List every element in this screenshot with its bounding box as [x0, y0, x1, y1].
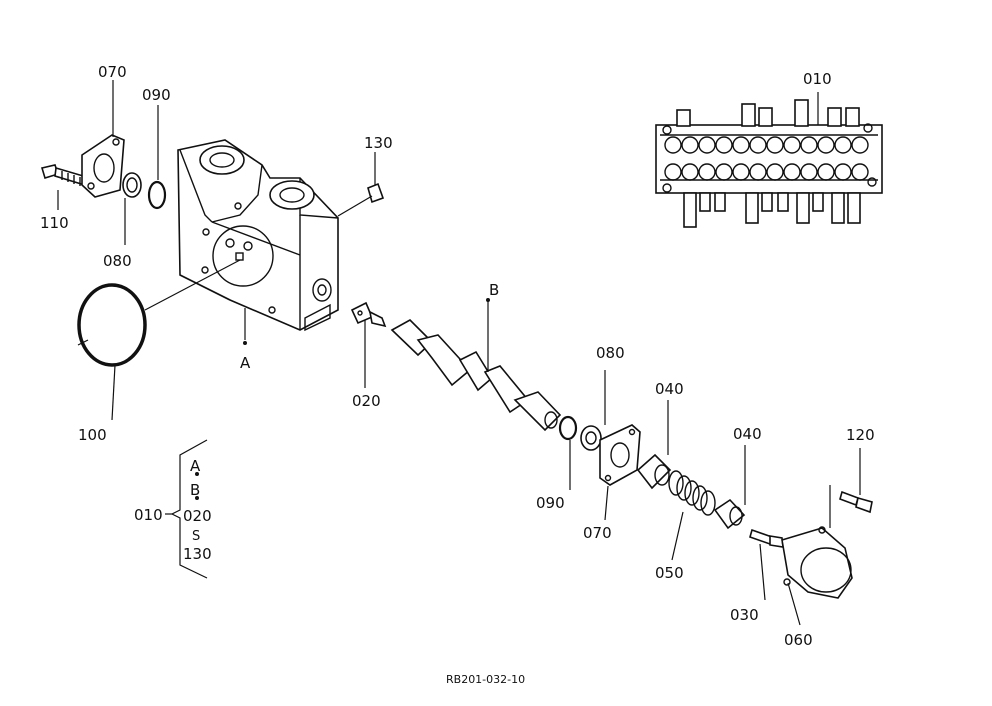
- spool-bottom-stubs: [683, 192, 861, 228]
- part-080-seal-mid: [580, 425, 602, 451]
- label-b: B: [489, 281, 499, 299]
- label-010-top: 010: [803, 70, 832, 88]
- label-030: 030: [730, 606, 759, 624]
- label-010-group: 010: [134, 506, 163, 524]
- label-080-mid: 080: [596, 344, 625, 362]
- spool-b: [390, 319, 562, 432]
- group-item-a: A: [190, 457, 201, 475]
- valve-body: [177, 139, 339, 332]
- leader-dots: [243, 298, 490, 345]
- label-060: 060: [784, 631, 813, 649]
- part-120-bolt: [839, 490, 873, 514]
- part-080-seal: [122, 172, 142, 198]
- part-070-cover-plate-mid: [599, 424, 641, 486]
- leader-lines: [57, 80, 861, 626]
- label-110: 110: [40, 214, 69, 232]
- valve-assembly-illustration: [655, 99, 883, 228]
- label-100: 100: [78, 426, 107, 444]
- group-item-130: 130: [183, 545, 212, 563]
- label-120: 120: [846, 426, 875, 444]
- part-040-spring-seat-b: [713, 498, 746, 530]
- part-090-oring-mid: [558, 415, 578, 441]
- part-030-bolt: [749, 528, 784, 548]
- label-090-mid: 090: [536, 494, 565, 512]
- part-020-spool-end: [350, 301, 387, 328]
- group-item-b: B: [190, 481, 200, 499]
- figure-code: RB201-032-10: [446, 673, 525, 686]
- label-080-top: 080: [103, 252, 132, 270]
- label-130: 130: [364, 134, 393, 152]
- part-130-plug: [367, 182, 385, 204]
- group-item-range: S: [192, 529, 200, 544]
- part-040-spring-seat-a: [636, 453, 672, 490]
- label-050: 050: [655, 564, 684, 582]
- group-item-020: 020: [183, 507, 212, 525]
- part-090-oring: [147, 180, 167, 210]
- part-100-oring-large: [77, 283, 147, 367]
- label-070-top: 070: [98, 63, 127, 81]
- label-040-a: 040: [655, 380, 684, 398]
- assembly-ports: [664, 136, 869, 181]
- label-020: 020: [352, 392, 381, 410]
- label-070-mid: 070: [583, 524, 612, 542]
- part-060-cap: [781, 526, 853, 599]
- spool-top-stubs: [676, 99, 860, 127]
- part-070-cover-plate: [81, 134, 125, 198]
- label-090-top: 090: [142, 86, 171, 104]
- callout-labels: 070 090 110 080 130 100 A B 020 080 040 …: [40, 63, 875, 686]
- group-bracket: [165, 439, 208, 579]
- label-040-b: 040: [733, 425, 762, 443]
- part-050-spring: [668, 470, 716, 516]
- label-a: A: [240, 354, 251, 372]
